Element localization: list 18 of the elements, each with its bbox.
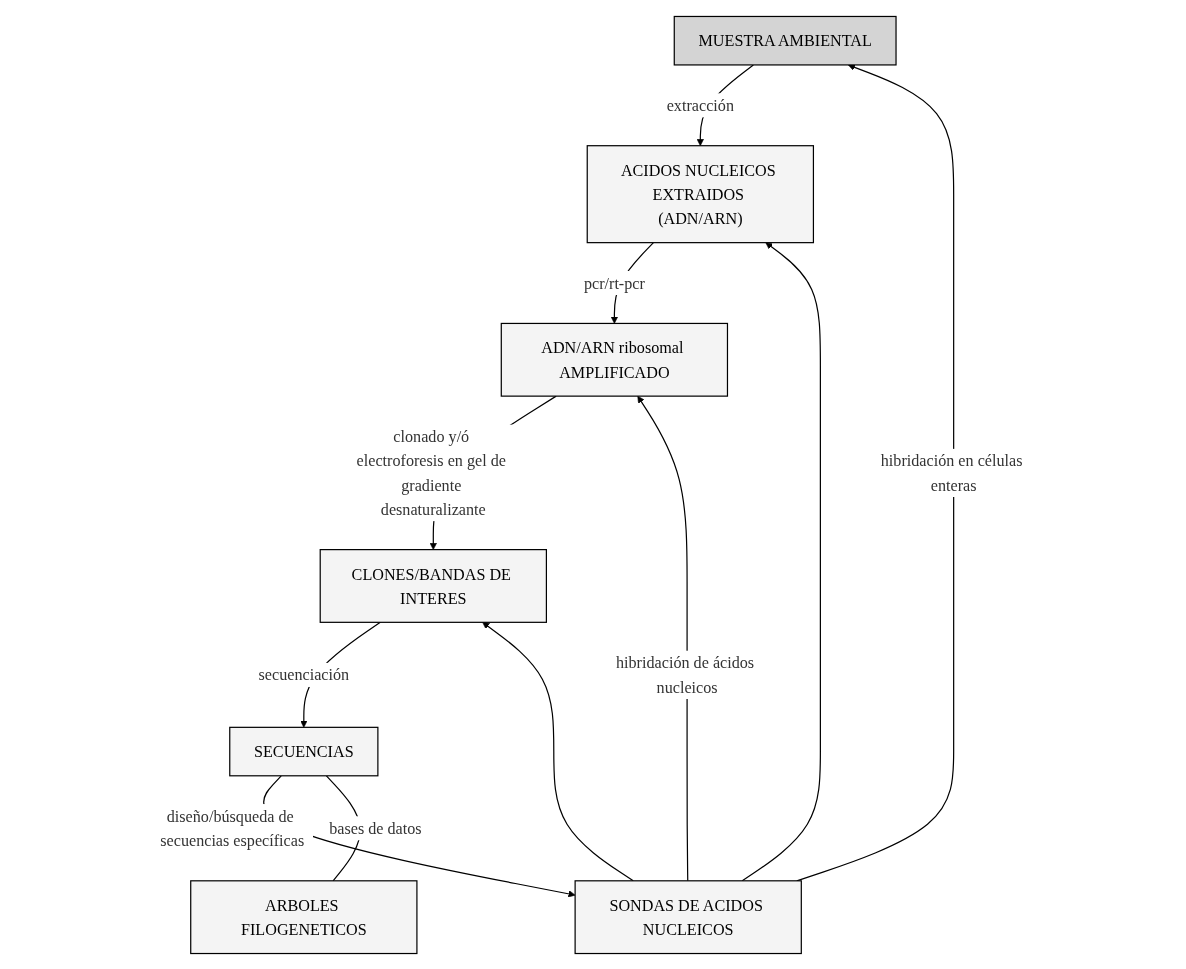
edge-label: diseño/búsqueda de secuencias específicas	[160, 806, 305, 849]
edge-label: clonado y/ó electroforesis en gel de gradiente desnaturalizante	[356, 427, 507, 518]
edge-label: extracción	[666, 95, 735, 114]
node-box: SONDAS DE ACIDOS NUCLEICOS	[574, 879, 802, 954]
node-box: ACIDOS NUCLEICOS EXTRAIDOS (ADN/ARN)	[586, 144, 815, 243]
edge-label: pcr/rt-pcr	[583, 273, 645, 292]
edge-label: bases de datos	[329, 818, 422, 837]
node-box: ARBOLES FILOGENETICOS	[190, 879, 418, 954]
edge-label: hibridación en células enteras	[880, 451, 1023, 494]
arrow	[637, 395, 689, 881]
node-box: SECUENCIAS	[229, 726, 379, 776]
edge-label: secuenciación	[258, 665, 350, 684]
arrow	[741, 241, 822, 881]
arrow	[482, 621, 634, 881]
edge-label: hibridación de ácidos nucleicos	[616, 653, 755, 696]
node-box: MUESTRA AMBIENTAL	[673, 15, 897, 66]
node-box: CLONES/BANDAS DE INTERES	[319, 548, 548, 623]
node-box: ADN/ARN ribosomal AMPLIFICADO	[500, 322, 729, 397]
